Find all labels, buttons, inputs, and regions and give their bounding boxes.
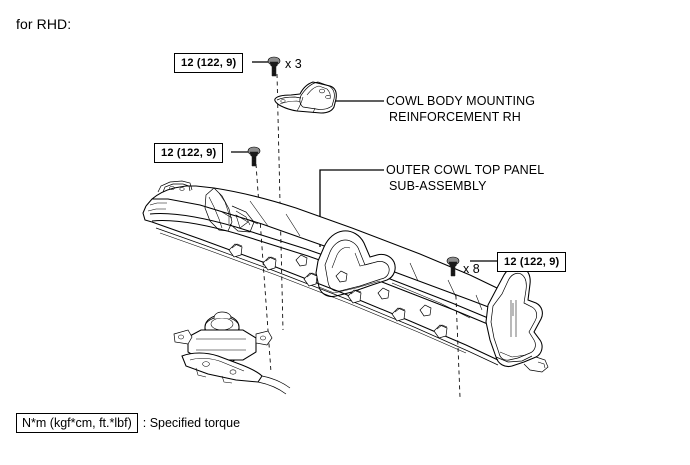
torque-value-bolt-x8[interactable]: 12 (122, 9) (497, 252, 567, 272)
torque-legend: N*m (kgf*cm, ft.*lbf) : Specified torque (16, 413, 240, 433)
torque-legend-description: : Specified torque (142, 416, 241, 430)
torque-value-bolt-left[interactable]: 12 (122, 9) (154, 143, 224, 163)
callout-outer-cowl-top-panel-sub-assembly[interactable]: OUTER COWL TOP PANEL SUB-ASSEMBLY (386, 163, 544, 194)
page-title: for RHD: (16, 16, 72, 32)
windshield-wiper-motor-assembly (173, 311, 291, 395)
bolt-multiplier-x8: x 8 (463, 262, 480, 276)
torque-unit-box: N*m (kgf*cm, ft.*lbf) (16, 413, 138, 433)
bolt-icon-x8 (446, 256, 460, 277)
panel-clips (228, 243, 448, 339)
cowl-body-mounting-reinforcement-part (274, 81, 337, 114)
torque-value-bolt-x3[interactable]: 12 (122, 9) (174, 53, 244, 73)
leader-lines (231, 61, 498, 262)
callout-cowl-body-mounting-reinforcement-rh[interactable]: COWL BODY MOUNTING REINFORCEMENT RH (386, 94, 535, 125)
callout-line-2: REINFORCEMENT RH (389, 109, 521, 124)
outer-cowl-top-panel-part (142, 180, 549, 373)
callout-line-1: COWL BODY MOUNTING (386, 94, 536, 108)
callout-line-2: SUB-ASSEMBLY (389, 178, 487, 193)
bolt-multiplier-x3: x 3 (285, 57, 302, 71)
bolt-icon-left (247, 146, 261, 167)
bolt-icon-x3 (267, 56, 281, 77)
callout-line-1: OUTER COWL TOP PANEL (386, 163, 545, 177)
